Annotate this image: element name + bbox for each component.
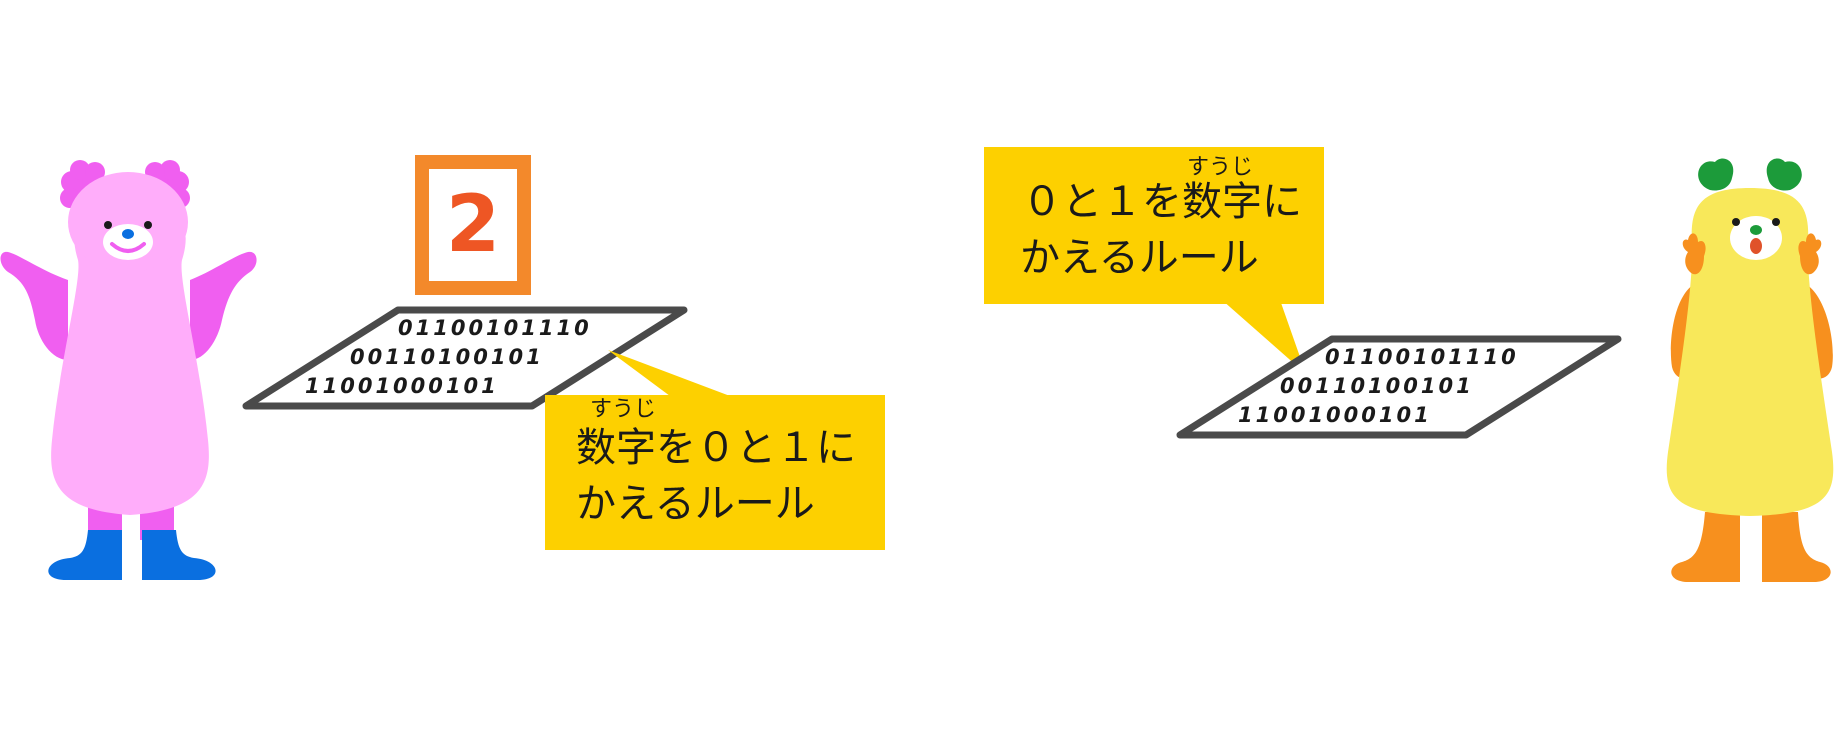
speech-bubble-right: [984, 147, 1324, 304]
step-number: 2: [445, 180, 501, 270]
bubble-line-2: かえるルール: [576, 481, 815, 527]
bubble-line-1: ０と１を数字に: [1022, 179, 1302, 225]
binary-sheet-left: [242, 306, 688, 410]
binary-line: 00110100101: [350, 345, 544, 369]
yellow-character-icon: [1666, 158, 1834, 582]
binary-sheet-right: [1176, 335, 1622, 439]
speech-bubble-tail-right: [1222, 300, 1306, 374]
pink-bear-character-icon: [0, 160, 257, 580]
bubble-line-2: かえるルール: [1020, 235, 1259, 281]
bubble-line-1: 数字を０と１に: [576, 425, 856, 471]
ruby-reading: すうじ: [1187, 155, 1254, 180]
speech-bubble-tail-left: [608, 350, 730, 396]
binary-line: 00110100101: [1280, 374, 1474, 398]
step-number-badge: 2: [415, 155, 531, 295]
binary-line: 01100101110: [398, 316, 592, 340]
binary-line: 11001000101: [1238, 403, 1432, 427]
binary-line: 01100101110: [1325, 345, 1519, 369]
speech-bubble-left: [545, 395, 885, 550]
binary-line: 11001000101: [305, 374, 499, 398]
ruby-reading: すうじ: [590, 397, 657, 422]
